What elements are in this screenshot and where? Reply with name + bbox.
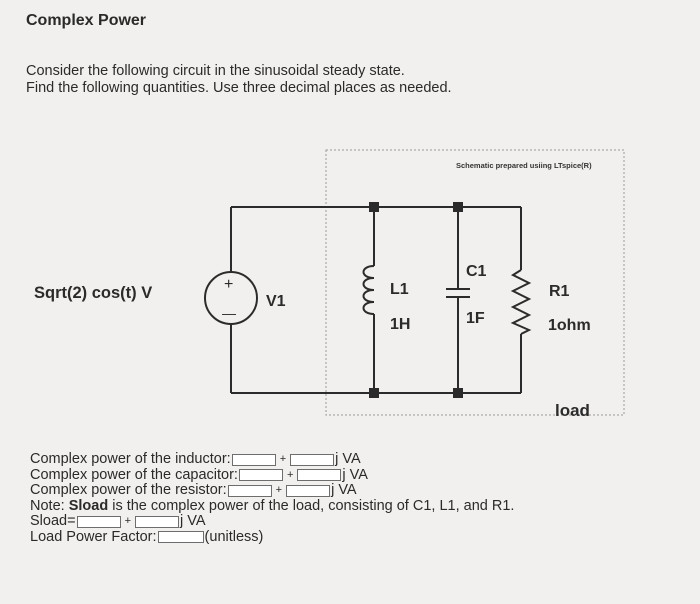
- problem-intro: Consider the following circuit in the si…: [26, 63, 452, 97]
- inductor-real-input[interactable]: [231, 453, 276, 466]
- inductor-power-row: Complex power of the inductor: + j VA: [30, 451, 514, 468]
- capacitor-name-label: C1: [466, 263, 487, 280]
- answer-form: Complex power of the inductor: + j VA Co…: [30, 451, 515, 546]
- resistor-value-label: 1ohm: [548, 317, 591, 334]
- unit-jva: j VA: [335, 451, 361, 467]
- unit-jva: j VA: [180, 513, 206, 529]
- capacitor-icon: [446, 288, 470, 298]
- inductor-power-label: Complex power of the inductor:: [30, 451, 231, 467]
- page-title: Complex Power: [26, 12, 147, 29]
- power-factor-input[interactable]: [157, 531, 204, 544]
- plus-sign: +: [275, 484, 283, 496]
- sload-label: Sload=: [30, 513, 76, 529]
- unit-jva: j VA: [331, 482, 357, 498]
- resistor-icon: [510, 269, 532, 335]
- capacitor-imag-input[interactable]: [297, 469, 342, 482]
- inductor-icon: [362, 265, 375, 315]
- inductor-imag-input[interactable]: [290, 453, 335, 466]
- sload-real-input[interactable]: [76, 515, 121, 528]
- resistor-name-label: R1: [549, 283, 570, 300]
- voltage-source-icon: [204, 271, 258, 325]
- power-factor-unit: (unitless): [204, 528, 264, 545]
- capacitor-value-label: 1F: [466, 310, 485, 327]
- intro-line-2: Find the following quantities. Use three…: [26, 80, 452, 96]
- sload-row: Sload= + j VA: [30, 513, 514, 530]
- source-plus-sign: +: [224, 276, 233, 293]
- circuit-nodes: [369, 202, 463, 398]
- note-text: is the complex power of the load, consis…: [112, 497, 515, 514]
- unit-jva: j VA: [342, 466, 368, 483]
- schematic-frame: [325, 149, 625, 416]
- source-name-label: V1: [266, 293, 286, 310]
- source-minus-sign: —: [222, 305, 236, 321]
- power-factor-row: Load Power Factor: (unitless): [30, 528, 514, 546]
- schematic-caption: Schematic prepared usiing LTspice(R): [456, 161, 592, 170]
- note-row: Note: Sload is the complex power of the …: [30, 497, 515, 515]
- power-factor-label: Load Power Factor:: [30, 528, 157, 545]
- source-expression: Sqrt(2) cos(t) V: [34, 284, 152, 302]
- plus-sign: +: [124, 515, 131, 527]
- sload-imag-input[interactable]: [135, 515, 179, 528]
- inductor-value-label: 1H: [390, 316, 410, 333]
- resistor-real-input[interactable]: [227, 484, 272, 497]
- load-label: load: [555, 401, 590, 420]
- plus-sign: +: [286, 468, 294, 481]
- resistor-power-row: Complex power of the resistor: + j VA: [30, 482, 514, 499]
- capacitor-power-label: Complex power of the capacitor:: [30, 466, 238, 483]
- intro-line-1: Consider the following circuit in the si…: [26, 63, 405, 79]
- capacitor-real-input[interactable]: [238, 469, 283, 482]
- inductor-name-label: L1: [390, 281, 409, 298]
- note-prefix: Note:: [30, 497, 65, 514]
- plus-sign: +: [279, 453, 287, 465]
- resistor-imag-input[interactable]: [286, 484, 331, 497]
- note-sload-term: Sload: [68, 497, 109, 514]
- capacitor-power-row: Complex power of the capacitor: + j VA: [30, 466, 514, 484]
- resistor-power-label: Complex power of the resistor:: [30, 482, 227, 498]
